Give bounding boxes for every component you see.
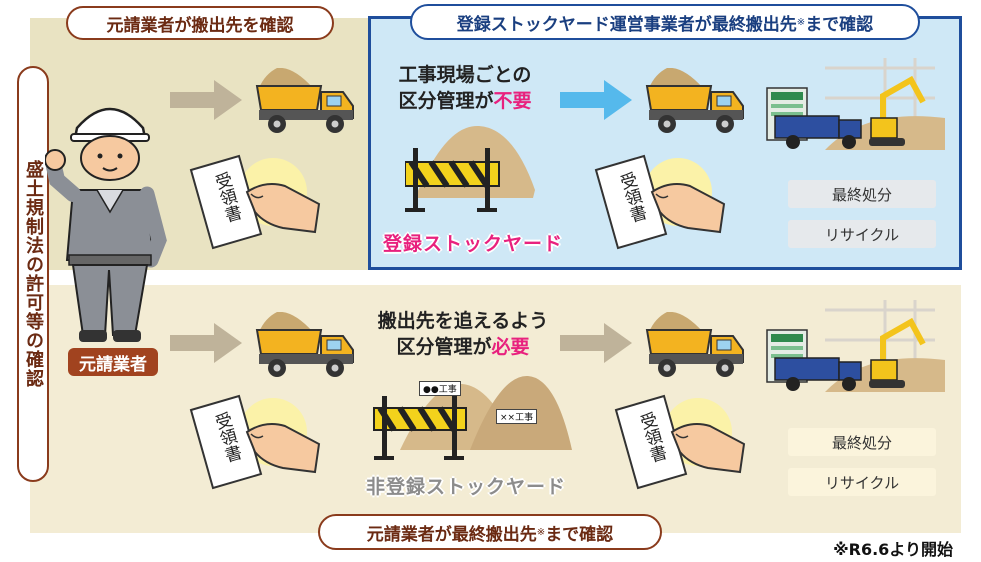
disposal-site-icon bbox=[766, 300, 945, 392]
site-sign-a: ●●工事 bbox=[419, 381, 461, 396]
worker-illustration bbox=[45, 107, 167, 342]
header-top-left: 元請業者が搬出先を確認 bbox=[66, 6, 334, 40]
unregistered-message: 搬出先を追えるよう 区分管理が必要 bbox=[377, 310, 549, 358]
dump-truck-icon bbox=[255, 312, 354, 377]
final-disposal-box: 最終処分 bbox=[788, 180, 936, 208]
recycle-box: リサイクル bbox=[788, 468, 936, 496]
dump-truck-icon bbox=[645, 312, 744, 377]
side-label: 盛土規制法の許可等の確認 bbox=[17, 66, 49, 482]
soil-pile-barrier-icon bbox=[405, 125, 535, 212]
registered-message: 工事現場ごとの 区分管理が不要 bbox=[398, 64, 532, 112]
receipt-hand-icon bbox=[614, 394, 746, 490]
dump-truck-icon bbox=[255, 68, 354, 133]
unregistered-stockyard-label: 非登録ストックヤード bbox=[366, 476, 567, 498]
final-disposal-box: 最終処分 bbox=[788, 428, 936, 456]
receipt-hand-icon bbox=[594, 154, 726, 250]
site-sign-b: ××工事 bbox=[496, 409, 538, 424]
header-top-right: 登録ストックヤード運営事業者が最終搬出先※まで確認 bbox=[410, 4, 920, 40]
arrow-right-icon bbox=[560, 323, 632, 363]
arrow-right-icon bbox=[170, 323, 242, 363]
disposal-site-icon bbox=[766, 58, 945, 150]
receipt-hand-icon bbox=[189, 394, 321, 490]
arrow-right-icon bbox=[170, 80, 242, 120]
footnote: ※R6.6より開始 bbox=[833, 540, 953, 559]
recycle-box: リサイクル bbox=[788, 220, 936, 248]
contractor-label: 元請業者 bbox=[68, 348, 158, 376]
soil-piles-barrier-icon bbox=[373, 375, 572, 460]
dump-truck-icon bbox=[645, 68, 744, 133]
receipt-hand-icon bbox=[189, 154, 321, 250]
header-bottom: 元請業者が最終搬出先※まで確認 bbox=[318, 514, 662, 550]
arrow-right-icon bbox=[560, 80, 632, 120]
registered-stockyard-label: 登録ストックヤード bbox=[383, 233, 564, 255]
